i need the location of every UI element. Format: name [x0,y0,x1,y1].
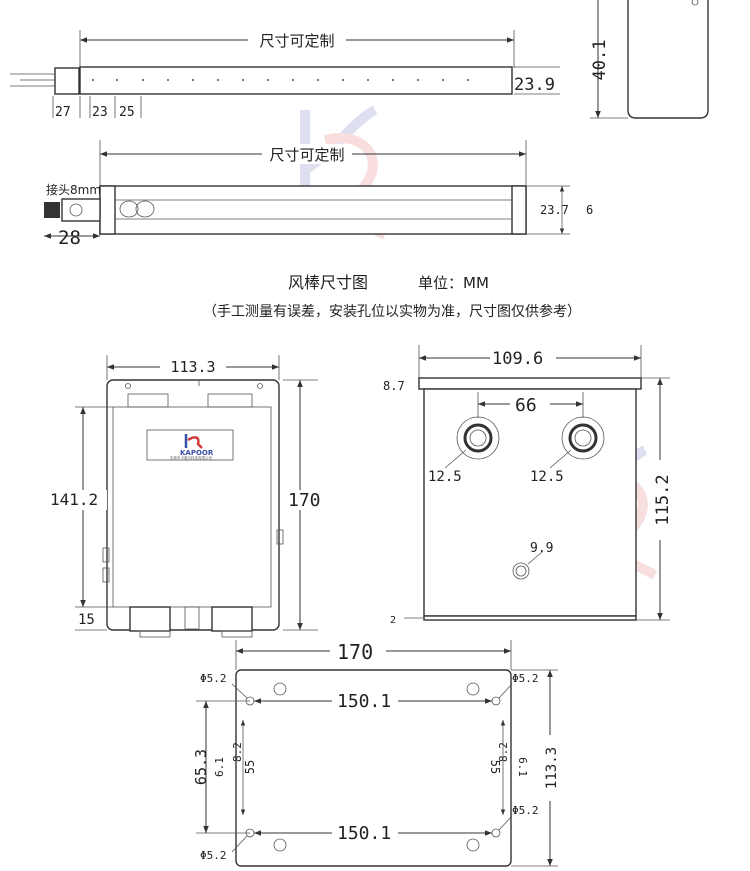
right-c-label: 6.1 [516,757,529,777]
connector-label: 接头8mm [46,182,101,197]
bar-top-view: 尺寸可定制 接头8mm 28 23.7 6 [44,140,593,249]
side-height-label: 115.2 [653,474,673,525]
caption: 风棒尺寸图 单位：MM （手工测量有误差，安装孔位以实物为准，尺寸图仅供参考） [203,273,581,320]
front-inner-height-label: 141.2 [50,490,98,509]
hole-top-right-label: Φ5.2 [512,672,539,685]
bar-width-label: 23.7 [540,203,569,217]
bottom-total-height-label: 113.3 [544,747,560,789]
left-port-hole [456,416,500,460]
top-spacing-label: 150.1 [337,691,391,712]
bar-holes [92,79,469,81]
side-view: 109.6 8.7 2 66 12.5 12.5 9.9 [383,345,673,626]
bottom-plate-label: 2 [390,615,396,626]
right-port-hole [561,416,605,460]
front-total-height-label: 170 [288,490,321,511]
bar-inner-label: 6 [586,203,593,217]
right-hole-label: 12.5 [530,469,564,485]
caption-title: 风棒尺寸图 [288,273,368,292]
hole-bottom-right-label: Φ5.2 [512,804,539,817]
left-c-label: 8.2 [231,742,244,762]
top-plate-label: 8.7 [383,379,405,393]
caption-unit: 单位：MM [418,274,489,292]
hole-spacing-label: 66 [515,395,537,416]
small-hole-label: 9.9 [530,541,553,556]
side-width-label: 109.6 [492,349,543,369]
bottom-spacing-label: 150.1 [337,823,391,844]
left-hole-label: 12.5 [428,469,462,485]
bar-side-view: 尺寸可定制 23.9 27 23 25 [10,30,560,120]
front-view: 113.3 KAPOOR 东莞市卡普尔科技有限公司 141.2 170 [50,355,331,638]
hole-top-left-label: Φ5.2 [200,672,227,685]
front-width-label: 113.3 [170,358,215,376]
small-height-label: 40.1 [590,40,610,81]
hole-pitch-label: 25 [119,105,135,120]
left-a-label: 6.1 [213,757,226,777]
left-b-label: 55 [243,760,257,774]
right-a-label: 8.2 [497,742,510,762]
bar-length-label: 尺寸可定制 [259,32,334,50]
small-side-view: 40.1 [590,0,709,119]
kapoor-logo: KAPOOR 东莞市卡普尔科技有限公司 [170,434,214,460]
bar-top-length-label: 尺寸可定制 [269,146,344,164]
logo-subtext: 东莞市卡普尔科技有限公司 [170,455,212,460]
bar-height-label: 23.9 [514,75,555,95]
connector-depth-label: 28 [58,227,81,249]
bottom-view: 170 150.1 150.1 Φ5.2 Φ5.2 Φ5.2 Φ5.2 65.3… [192,638,562,867]
first-hole-label: 23 [92,105,108,120]
caption-note: （手工测量有误差，安装孔位以实物为准，尺寸图仅供参考） [203,303,581,320]
right-b-label: 55 [488,760,502,774]
bottom-total-width-label: 170 [337,640,373,664]
hole-bottom-left-label: Φ5.2 [200,849,227,862]
connector-length-label: 27 [55,105,71,120]
left-outer-label: 65.3 [192,749,210,785]
front-bottom-label: 15 [78,612,95,628]
logo-text: KAPOOR [180,449,214,457]
